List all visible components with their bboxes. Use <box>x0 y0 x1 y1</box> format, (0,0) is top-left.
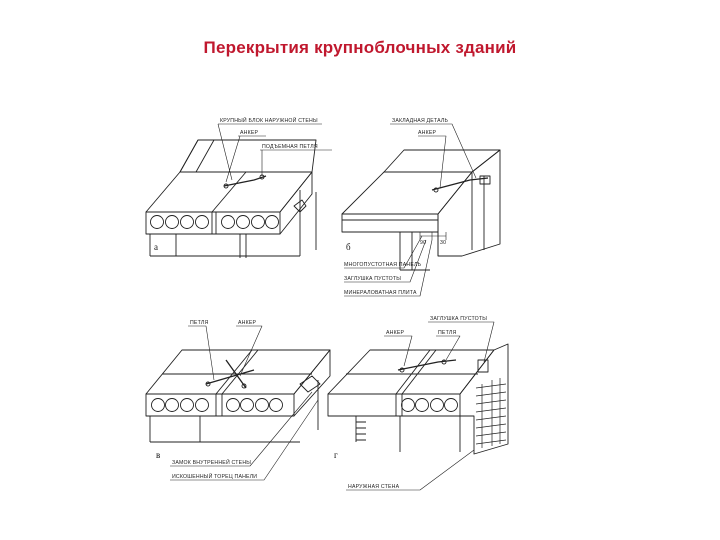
panel-b-label-hollow-panel: МНОГОПУСТОТНАЯ ПАНЕЛЬ <box>344 262 422 268</box>
panel-c-label-beveled-end: ИСКОШЕННЫЙ ТОРЕЦ ПАНЕЛИ <box>172 472 257 480</box>
panel-b-label-embedded-part: ЗАКЛАДНАЯ ДЕТАЛЬ <box>392 118 449 124</box>
panel-b-dim-30: 30 <box>440 240 446 246</box>
panel-d-outer-wall <box>459 343 509 455</box>
panel-a-anchor <box>223 175 267 187</box>
panel-d-anchor <box>397 359 457 371</box>
panel-b-slab-front <box>341 213 439 233</box>
panel-b-slab-top <box>341 171 473 215</box>
panel-a-wall-below <box>149 234 300 258</box>
panel-c-label-inner-wall-lock: ЗАМОК ВНУТРЕННЕЙ СТЕНЫ <box>172 458 251 466</box>
panel-b-letter: б <box>346 242 351 252</box>
panel-b-anchor <box>431 177 489 191</box>
panel-c-label-loop: ПЕТЛЯ <box>190 320 208 326</box>
panel-c-letter: в <box>156 450 160 460</box>
panel-b: 90 30 ЗАКЛАДНАЯ ДЕТАЛЬ АНКЕР МНОГОПУСТОТ… <box>341 118 501 297</box>
panel-d: ЗАГЛУШКА ПУСТОТЫ АНКЕР ПЕТЛЯ НАРУЖНАЯ СТ… <box>327 316 509 491</box>
panel-c-anchor <box>205 359 255 389</box>
panel-a-hollow-cores <box>150 215 279 229</box>
panel-c-label-anchor: АНКЕР <box>238 320 256 326</box>
panel-d-slab-front <box>327 393 461 417</box>
slide-title: Перекрытия крупноблочных зданий <box>203 38 517 57</box>
panel-b-dim-90: 90 <box>420 240 426 246</box>
panel-d-letter: г <box>334 450 338 460</box>
panel-a-label-anchor: АНКЕР <box>240 130 258 136</box>
panel-d-slab-top <box>327 349 495 395</box>
panel-a-label-lifting-loop: ПОДЪЕМНАЯ ПЕТЛЯ <box>262 144 318 150</box>
panel-a-label-wall-block: КРУПНЫЙ БЛОК НАРУЖНОЙ СТЕНЫ <box>220 116 318 124</box>
panel-c-hollow-cores <box>151 398 283 412</box>
panel-a-letter: а <box>154 242 158 252</box>
panel-d-label-loop: ПЕТЛЯ <box>438 330 456 336</box>
panel-d-label-plug: ЗАГЛУШКА ПУСТОТЫ <box>430 316 487 322</box>
panel-c-slab-front <box>145 393 295 417</box>
panel-c: ПЕТЛЯ АНКЕР ЗАМОК ВНУТРЕННЕЙ СТЕНЫ ИСКОШ… <box>145 320 331 481</box>
panel-d-label-outer-wall: НАРУЖНАЯ СТЕНА <box>348 484 400 490</box>
panel-d-label-anchor: АНКЕР <box>386 330 404 336</box>
panel-c-slab-top <box>145 349 331 395</box>
panel-a-slab-front <box>145 211 281 235</box>
panel-b-label-mineral-wool: МИНЕРАЛОВАТНАЯ ПЛИТА <box>344 290 417 296</box>
panel-d-hollow-cores <box>401 398 458 412</box>
panel-b-label-plug: ЗАГЛУШКА ПУСТОТЫ <box>344 276 401 282</box>
panel-a: КРУПНЫЙ БЛОК НАРУЖНОЙ СТЕНЫ АНКЕР ПОДЪЕМ… <box>145 116 332 258</box>
panel-b-label-anchor: АНКЕР <box>418 130 436 136</box>
